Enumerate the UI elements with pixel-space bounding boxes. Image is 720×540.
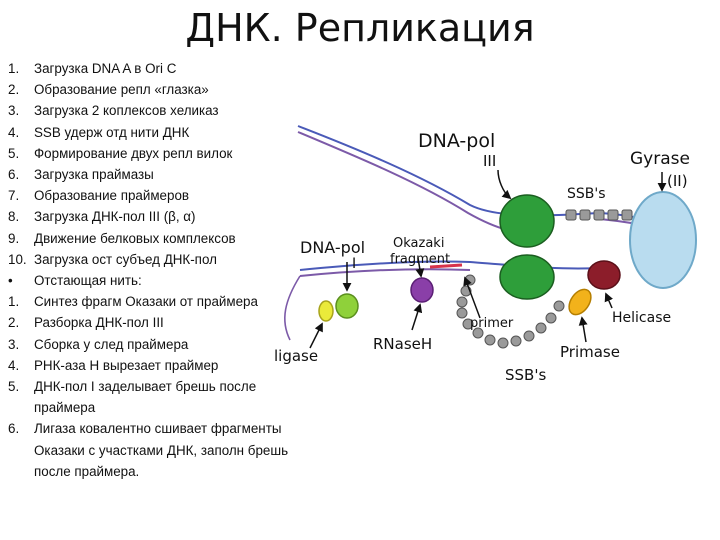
arrow-primase [578, 316, 588, 343]
item-number: 1. [8, 294, 20, 310]
item-text: ДНК-пол I заделывает брешь после праймер… [34, 379, 257, 416]
item-number: 4. [8, 124, 20, 140]
item-text: Загрузка 2 коплексов хеликаз [34, 103, 219, 119]
item-number: 5. [8, 379, 20, 395]
arrow-okazaki [415, 257, 425, 278]
list-item: 1. Синтез фрагм Оказаки от праймера [8, 291, 308, 312]
item-text: Сборка у след праймера [34, 336, 189, 352]
leading-strand-blue [297, 125, 601, 217]
list-item: 3. Сборка у след праймера [8, 334, 308, 355]
list-item: 2. Разборка ДНК-пол III [8, 312, 308, 333]
item-number: 3. [8, 103, 20, 119]
label-primase: Primase [560, 343, 620, 361]
arrow-primer [463, 276, 481, 319]
list-item: 1. Загрузка DNA A в Ori C [8, 58, 308, 79]
item-text: Образование репл «глазка» [34, 82, 209, 98]
item-text: Загрузка ДНК-пол III (β, α) [34, 209, 196, 225]
item-text: РНК-аза Н вырезает праймер [34, 357, 219, 373]
item-text: Формирование двух репл вилок [34, 145, 233, 161]
label-helicase: Helicase [612, 310, 671, 326]
page-title: ДНК. Репликация [185, 6, 535, 50]
list-item: 8. Загрузка ДНК-пол III (β, α) [8, 206, 308, 227]
list-item: • Отстающая нить: [8, 270, 308, 291]
ligase-complex [318, 300, 334, 322]
item-text: Отстающая нить: [34, 273, 142, 289]
list-item: 10. Загрузка ост субъед ДНК-пол [8, 249, 308, 270]
item-text: Лигаза ковалентно сшивает фрагменты Оказ… [34, 421, 289, 479]
item-bullet: • [8, 273, 13, 289]
ssb-top-chain [565, 209, 633, 221]
item-number: 1. [8, 61, 20, 76]
rnase-h-complex [410, 277, 434, 303]
item-number: 10. [8, 251, 27, 267]
lagging-strand-purple [299, 268, 471, 277]
label-ssbs-bottom: SSB's [505, 366, 546, 384]
item-number: 6. [8, 167, 20, 183]
label-dna-pol-i-num: I [352, 256, 356, 272]
item-text: Загрузка ост субъед ДНК-пол [34, 251, 217, 267]
item-number: 7. [8, 188, 20, 204]
item-text: SSB удерж отд нити ДНК [34, 124, 190, 140]
label-ssbs-top: SSB's [567, 186, 606, 202]
list-item: 4. SSB удерж отд нити ДНК [8, 122, 308, 143]
list-item: 9. Движение белковых комплексов [8, 228, 308, 249]
label-ligase: ligase [274, 347, 318, 365]
list-item: 5. ДНК-пол I заделывает брешь после прайм… [8, 376, 308, 418]
list-item: 6. Загрузка праймазы [8, 164, 308, 185]
label-dna-pol-iii-num: III [483, 152, 496, 170]
item-number: 9. [8, 230, 20, 246]
item-number: 5. [8, 145, 20, 161]
item-text: Загрузка праймазы [34, 167, 154, 183]
item-number: 2. [8, 315, 20, 331]
item-text: Загрузка DNA A в Ori C [34, 61, 177, 76]
label-dna-pol-i: DNA-pol [300, 238, 365, 257]
label-fragment: fragment [390, 252, 450, 267]
label-okazaki: Okazaki [393, 236, 444, 251]
label-rnase-h: RNaseH [373, 335, 432, 353]
list-item: 7. Образование праймеров [8, 185, 308, 206]
dna-pol-iii-bottom [499, 254, 555, 300]
list-item: 5. Формирование двух репл вилок [8, 143, 308, 164]
item-number: 8. [8, 209, 20, 225]
item-text: Движение белковых комплексов [34, 230, 236, 246]
item-text: Образование праймеров [34, 188, 190, 204]
item-number: 3. [8, 336, 20, 352]
helicase-complex [587, 260, 621, 290]
label-gyrase-num: (II) [667, 172, 688, 190]
list-item: 3. Загрузка 2 коплексов хеликаз [8, 100, 308, 121]
label-dna-pol-iii: DNA-pol [418, 130, 495, 152]
arrow-rnase-h [411, 303, 423, 331]
arrow-dna-pol-iii [497, 169, 512, 200]
item-number: 2. [8, 82, 20, 98]
item-number: 6. [8, 421, 20, 437]
primase-complex [568, 288, 592, 316]
okazaki-fragment-green [335, 293, 359, 319]
steps-list: 1. Загрузка DNA A в Ori C 2. Образование р… [8, 58, 308, 482]
item-text: Разборка ДНК-пол III [34, 315, 164, 331]
item-number: 4. [8, 357, 20, 373]
arrow-helicase [604, 292, 613, 309]
dna-pol-iii-top [499, 194, 555, 248]
list-item: 4. РНК-аза Н вырезает праймер [8, 355, 308, 376]
arrow-ligase [309, 322, 323, 349]
label-gyrase: Gyrase [630, 149, 690, 169]
list-item: 2. Образование репл «глазка» [8, 79, 308, 100]
item-text: Синтез фрагм Оказаки от праймера [34, 294, 258, 310]
lagging-strand-blue [299, 260, 601, 271]
lagging-loop [284, 275, 301, 341]
gyrase-complex [629, 191, 697, 289]
list-item: 6. Лигаза ковалентно сшивает фрагменты Ок… [8, 418, 308, 482]
primer-segment [429, 263, 463, 269]
label-primer: primer [470, 316, 514, 331]
